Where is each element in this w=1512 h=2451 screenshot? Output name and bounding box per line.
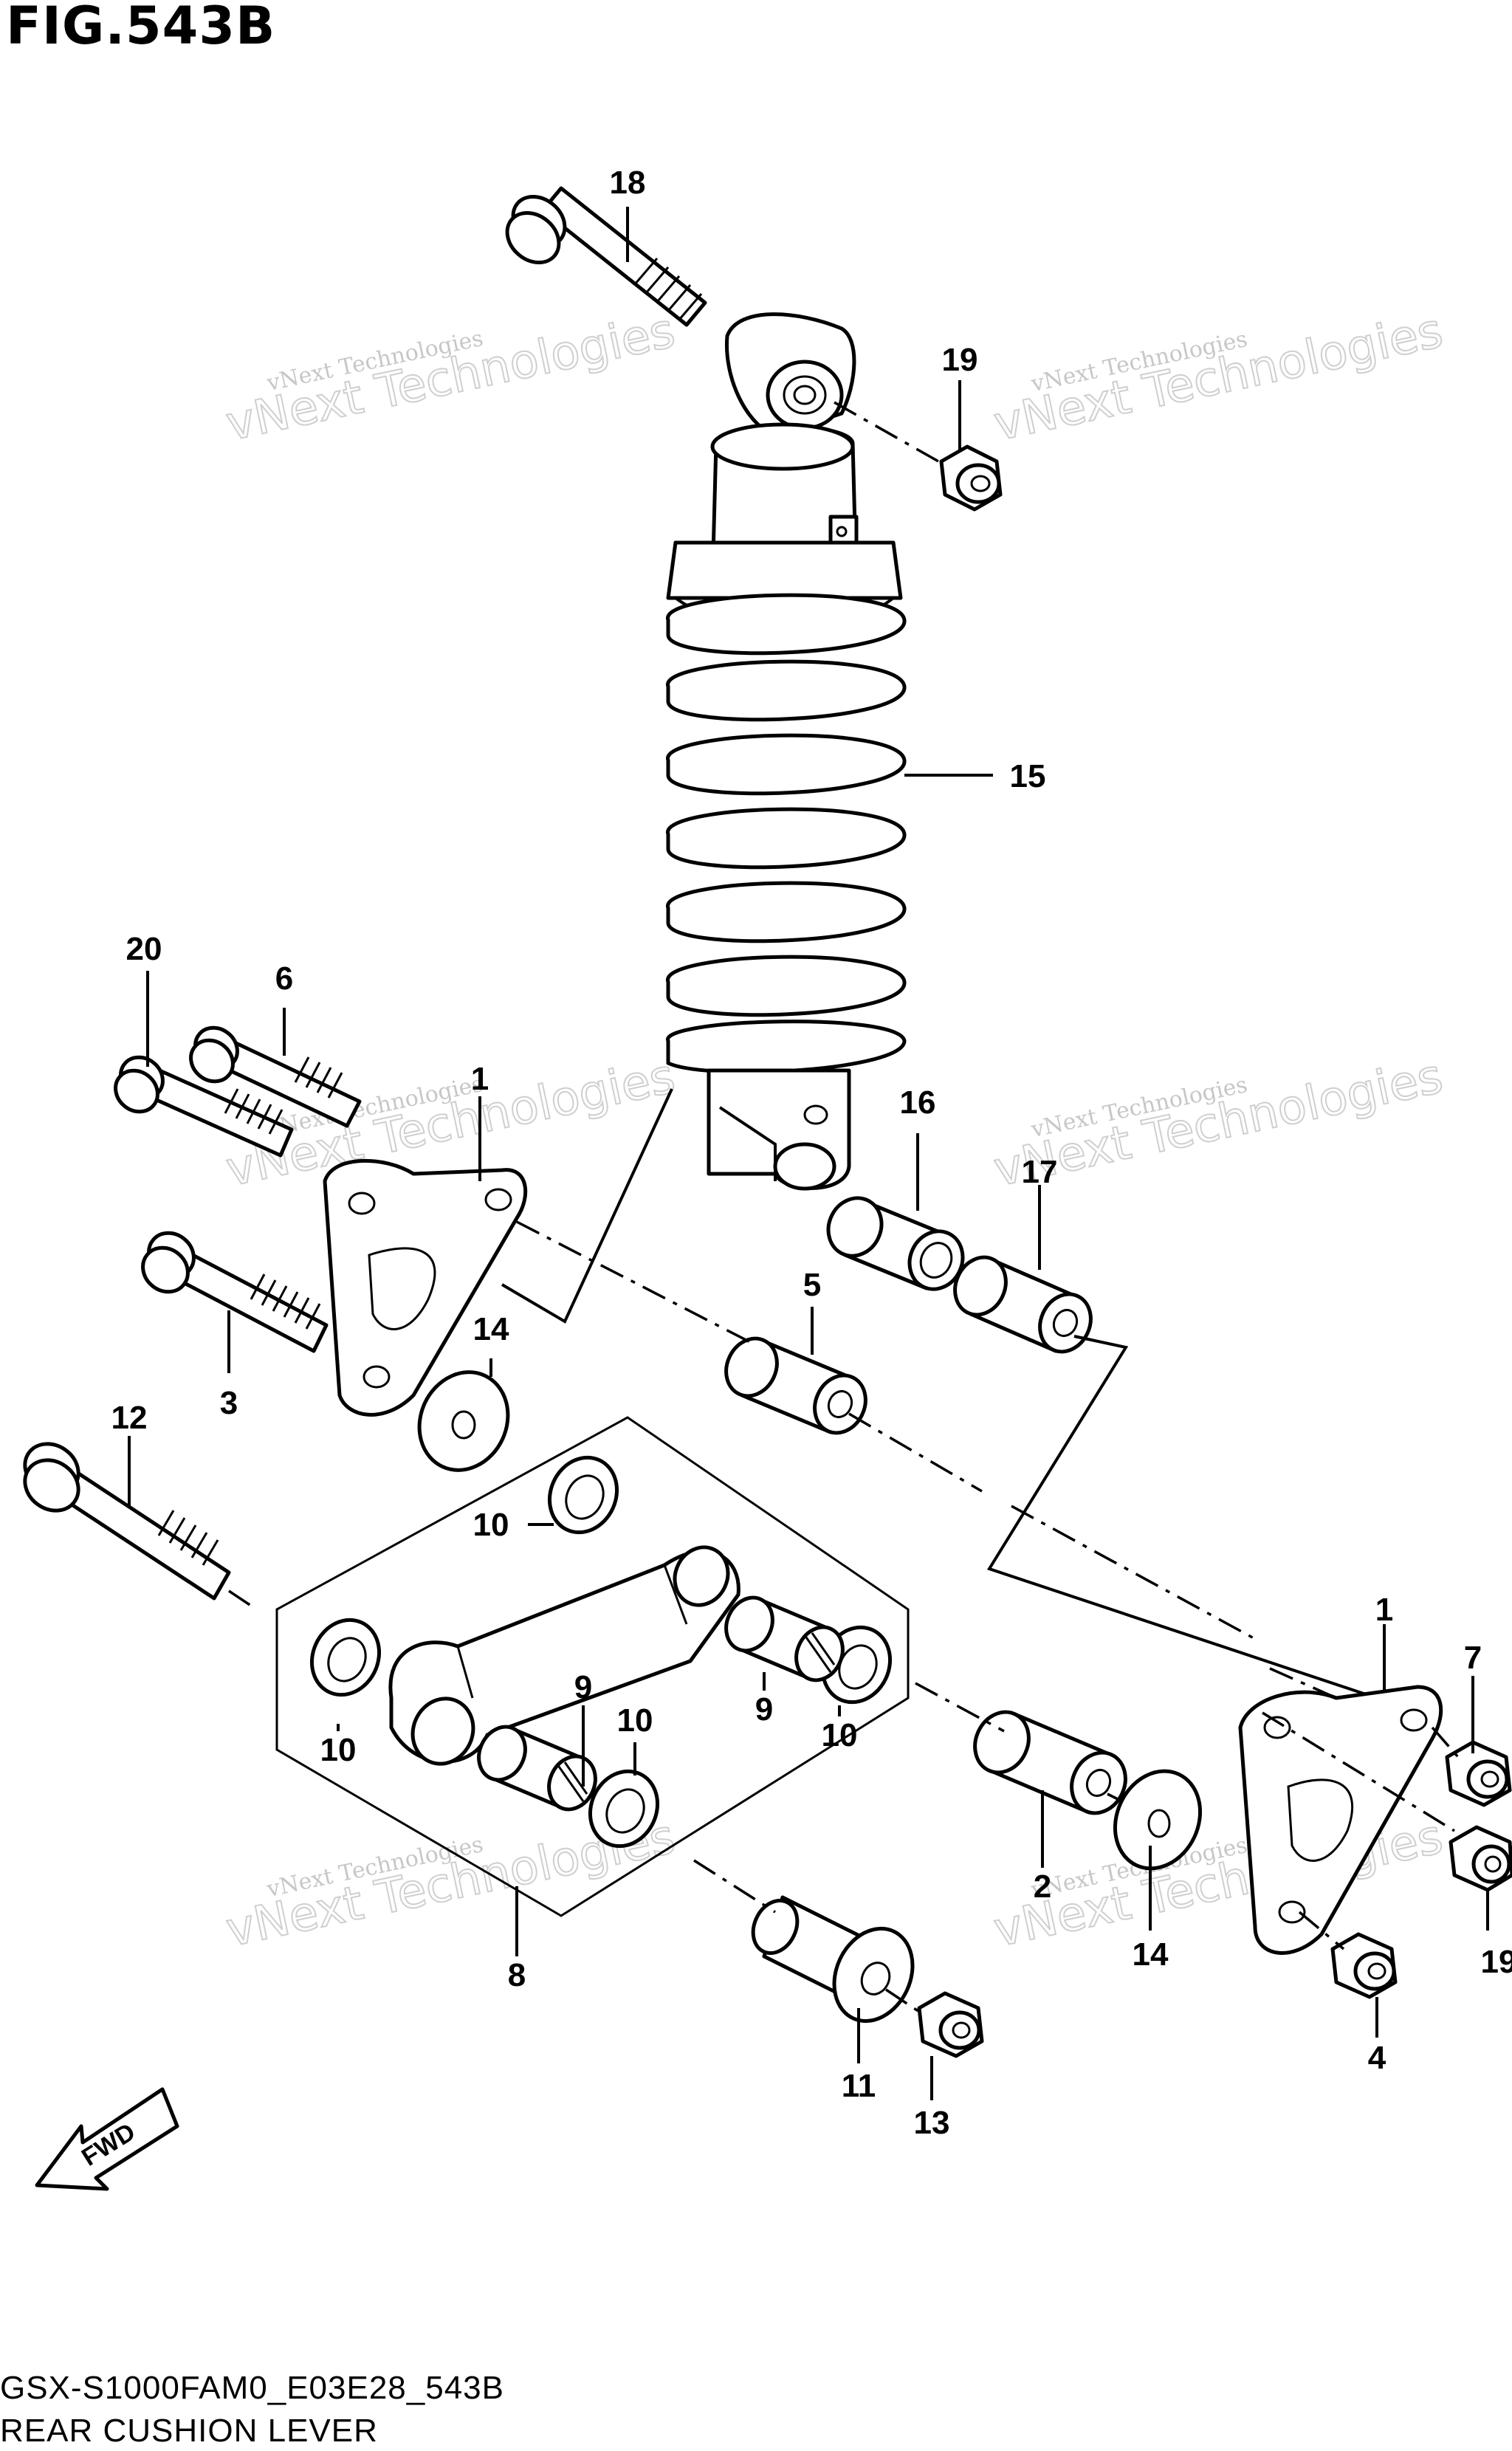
part-11-flanged-collar [751,1895,915,2024]
part-4-nut [1330,1932,1398,1999]
callout-13: 13 [914,2105,950,2141]
part-15-shock-absorber [666,312,907,1191]
part-1-bracket-right [1238,1685,1443,1955]
part-18-bolt [505,186,707,327]
callout-9-left: 9 [574,1669,592,1705]
callout-2: 2 [1034,1869,1051,1905]
part-14-washer-left [417,1370,510,1472]
dash-line-bolt-12 [228,1589,252,1607]
callout-17: 17 [1022,1154,1058,1190]
callout-15: 15 [1010,758,1046,794]
bracket-line-shock-lower [501,1088,673,1324]
part-14-washer-right [1113,1769,1203,1871]
callout-14-left: 14 [473,1311,509,1347]
callout-19-right: 19 [1481,1944,1512,1980]
fwd-arrow-icon: FWD [35,2087,179,2191]
part-19-nut-top [939,444,1003,512]
part-12-bolt [23,1442,231,1601]
dash-line-nut-4 [1298,1911,1345,1950]
callout-1-left: 1 [471,1061,489,1097]
callout-10-left: 10 [320,1732,357,1768]
callout-4: 4 [1368,2040,1386,2076]
figure-title: FIG.543B [6,0,276,56]
part-17-collar [953,1255,1093,1354]
part-19-nut-right [1449,1825,1512,1892]
part-1-bracket-left [323,1158,528,1417]
part-6-bolt [189,1025,362,1128]
callout-10-middle: 10 [617,1702,653,1739]
leader-lines [128,207,1489,2100]
diagram-name: REAR CUSHION LEVER [0,2413,378,2449]
watermark-top-left: vNext Technologies vNext Technologies [221,303,680,453]
callout-20: 20 [126,931,162,967]
bracket-line-collar-17 [986,1335,1367,1696]
callout-1-right: 1 [1375,1592,1393,1628]
callout-6: 6 [275,960,293,997]
callout-18: 18 [610,165,646,201]
callout-19-top: 19 [942,342,978,378]
part-8-cushion-lever-assembly [275,1416,910,1917]
dash-line-lower-axis [693,1859,920,2013]
callout-10-right: 10 [822,1717,858,1753]
dash-line-middle-axis [915,1682,1123,1803]
part-5-collar [724,1336,867,1435]
callout-14-right: 14 [1133,1936,1169,1973]
callout-16: 16 [900,1084,936,1121]
diagram-code: GSX-S1000FAM0_E03E28_543B [0,2370,505,2406]
callout-11: 11 [842,2068,876,2104]
part-2-collar [973,1710,1127,1815]
callout-7: 7 [1464,1640,1482,1676]
callout-5: 5 [803,1267,821,1303]
callout-10-upper: 10 [473,1507,509,1543]
callout-9-right: 9 [755,1691,773,1728]
part-13-nut [917,1991,984,2058]
dash-line-top-bolt [834,401,946,467]
part-16-bearing [826,1196,965,1291]
part-20-bolt [114,1055,294,1158]
part-3-bolt [141,1231,329,1353]
callout-8: 8 [508,1957,526,1993]
dash-line-right-axis [1262,1711,1455,1832]
callout-12: 12 [111,1400,148,1436]
part-7-nut [1445,1740,1512,1807]
watermark-top-right: vNext Technologies vNext Technologies [989,303,1448,453]
callout-3: 3 [220,1385,238,1421]
